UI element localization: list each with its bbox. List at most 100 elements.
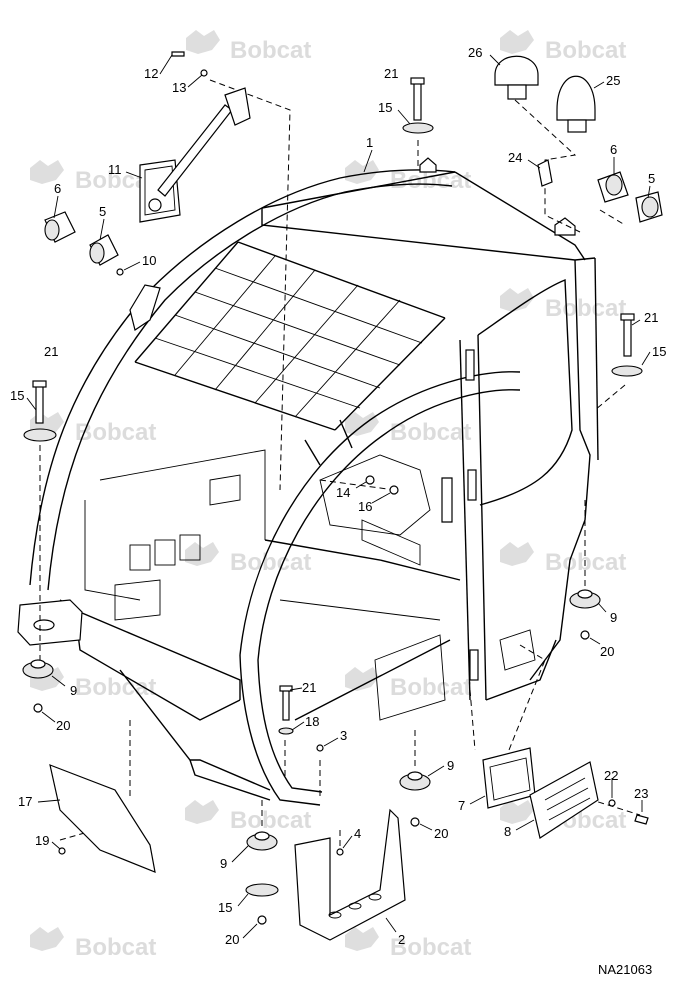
callout-16: 16 bbox=[358, 499, 372, 514]
callout-19: 19 bbox=[35, 833, 49, 848]
callout-14: 14 bbox=[336, 485, 350, 500]
grid-rear-bar bbox=[237, 241, 446, 319]
watermark-text: Bobcat bbox=[545, 37, 626, 64]
rear-door-edge bbox=[529, 259, 591, 681]
callout-10: 10 bbox=[142, 253, 156, 268]
stud-16 bbox=[389, 485, 399, 495]
leader-12 bbox=[159, 54, 173, 75]
callout-17: 17 bbox=[18, 794, 32, 809]
callout-26: 26 bbox=[468, 45, 482, 60]
callout-3: 3 bbox=[340, 728, 347, 743]
wall-cutout bbox=[154, 539, 176, 566]
callout-2: 2 bbox=[398, 932, 405, 947]
leader-lines bbox=[26, 54, 651, 939]
leader-11 bbox=[125, 171, 143, 179]
leader-9c bbox=[427, 765, 445, 777]
callout-1: 1 bbox=[366, 135, 373, 150]
callout-labels: 1 2 3 4 5 5 6 6 7 8 9 9 9 9 10 11 12 13 … bbox=[10, 45, 666, 947]
mirror-glass bbox=[144, 165, 176, 216]
callout-6: 6 bbox=[610, 142, 617, 157]
screw-23 bbox=[634, 814, 649, 825]
work-light-5-lens bbox=[89, 242, 105, 264]
beacon-26 bbox=[494, 55, 539, 86]
callout-25: 25 bbox=[606, 73, 620, 88]
isolator-9-top bbox=[254, 831, 270, 841]
seat-mount-box bbox=[374, 634, 446, 721]
watermark-text: Bobcat bbox=[230, 807, 311, 834]
leader-2 bbox=[385, 917, 397, 933]
grid-cross-bar bbox=[174, 314, 381, 389]
rear-bolt-line bbox=[594, 384, 626, 411]
beacon-25-base bbox=[567, 119, 587, 133]
callout-20: 20 bbox=[225, 932, 239, 947]
watermark-logo bbox=[345, 412, 379, 436]
wall-bracket bbox=[114, 579, 161, 621]
mirror-arm-bracket bbox=[224, 87, 251, 126]
leader-25 bbox=[593, 81, 605, 89]
callout-21: 21 bbox=[384, 66, 398, 81]
watermark-logo bbox=[185, 800, 219, 824]
callout-20: 20 bbox=[56, 718, 70, 733]
floor-right-edge bbox=[294, 639, 451, 721]
watermark-text: Bobcat bbox=[75, 419, 156, 446]
leader-20c bbox=[419, 823, 433, 831]
isolator-9-top bbox=[577, 589, 593, 599]
watermark-text: Bobcat bbox=[75, 674, 156, 701]
mirror-arm bbox=[157, 104, 233, 197]
rear-wall-left bbox=[84, 500, 141, 601]
leader-9b bbox=[51, 675, 66, 687]
callout-24: 24 bbox=[508, 150, 522, 165]
leader-15c bbox=[641, 351, 651, 366]
leader-15b bbox=[397, 109, 411, 125]
leader-21c bbox=[289, 687, 303, 691]
callout-8: 8 bbox=[504, 824, 511, 839]
leader-16 bbox=[371, 492, 391, 504]
callout-15: 15 bbox=[378, 100, 392, 115]
washer-15 bbox=[402, 122, 434, 134]
vent-cover-8 bbox=[529, 761, 599, 839]
leader-18 bbox=[291, 721, 305, 731]
leader-8 bbox=[515, 819, 535, 831]
watermark-text: Bobcat bbox=[545, 295, 626, 322]
bottom-tub-base bbox=[189, 759, 271, 801]
door-front-post-inner bbox=[477, 334, 487, 701]
watermark-logo bbox=[185, 542, 219, 566]
step-bracket-2 bbox=[294, 808, 406, 941]
glass-stud-line bbox=[319, 479, 396, 491]
leader-14 bbox=[355, 481, 367, 489]
callout-13: 13 bbox=[172, 80, 186, 95]
watermark-logo bbox=[30, 927, 64, 951]
watermark-text: Bobcat bbox=[230, 37, 311, 64]
rear-wall-top bbox=[99, 449, 266, 540]
hinge-upper bbox=[465, 349, 475, 381]
leader-19 bbox=[51, 841, 61, 850]
leader-4 bbox=[342, 835, 353, 849]
wall-cutout bbox=[129, 544, 151, 571]
floor-bolt-lines bbox=[284, 740, 341, 855]
isolator-9-top bbox=[407, 771, 423, 781]
grid-cross-bar bbox=[214, 267, 423, 344]
bolt-21 bbox=[413, 79, 422, 121]
leader-13 bbox=[187, 74, 203, 88]
callout-9: 9 bbox=[610, 610, 617, 625]
nut-20 bbox=[580, 630, 590, 640]
grid-left-bar bbox=[134, 241, 239, 363]
floor-rear-edge bbox=[264, 539, 461, 581]
watermark-logo bbox=[500, 288, 534, 312]
step-slot bbox=[348, 902, 362, 910]
callout-9: 9 bbox=[447, 758, 454, 773]
leader-26 bbox=[489, 54, 501, 66]
callout-4: 4 bbox=[354, 826, 361, 841]
leader-10 bbox=[123, 261, 141, 271]
door-window bbox=[477, 278, 573, 506]
leader-9a bbox=[597, 602, 607, 613]
leader-20d bbox=[242, 923, 258, 939]
mirror-assembly bbox=[139, 51, 251, 223]
washer-18 bbox=[278, 727, 294, 735]
callout-11: 11 bbox=[108, 162, 122, 177]
side-arch-lower-inner bbox=[257, 659, 323, 793]
glass-panel-hint bbox=[319, 454, 431, 536]
nut-20 bbox=[33, 703, 43, 713]
screw-3 bbox=[316, 744, 324, 752]
